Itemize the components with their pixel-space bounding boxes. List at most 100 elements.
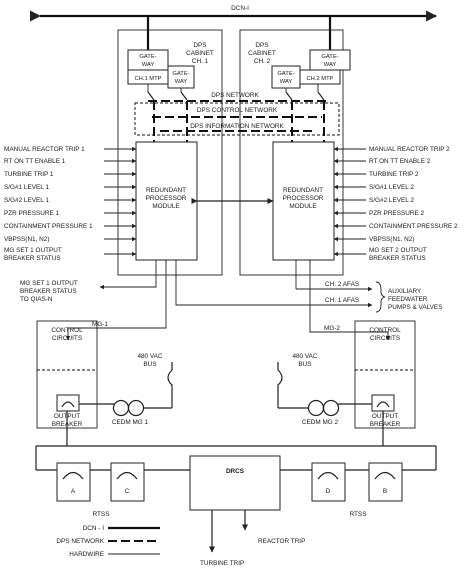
aux-feedwater-label: AUXILIARY (388, 288, 422, 295)
cabinet-1-title-line: DPS (193, 42, 206, 49)
processor-module-1-label: REDUNDANT (146, 187, 186, 194)
input-label-right: MANUAL REACTOR TRIP 2 (369, 146, 450, 153)
control-circuits-2-label: CONTROL (369, 327, 401, 334)
cedm-mg2-label: CEDM MG 2 (302, 419, 339, 426)
aux-feedwater-label: FEEDWATER (388, 296, 428, 303)
input-label-right: VBPSS(N1, N2) (369, 236, 414, 243)
input-label-left: VBPSS(N1, N2) (4, 236, 49, 243)
mg-status-label: TO QIAS-N (20, 296, 53, 303)
power-loop (35, 411, 437, 471)
processor-module-1-label: PROCESSOR (146, 195, 187, 202)
network-enclosure (134, 102, 340, 136)
input-label-right: MG SET 2 OUTPUT (369, 247, 427, 254)
processor-module-2-label: REDUNDANT (283, 187, 323, 194)
breaker-c (110, 462, 145, 502)
input-label-right: CONTAINMENT PRESSURE 2 (369, 223, 458, 230)
dps-network-label: DPS NETWORK (211, 92, 259, 99)
gateway-1b-label: WAY (175, 79, 188, 85)
output-breaker-2-label: BREAKER (370, 421, 401, 428)
input-label-right: RT ON TT ENABLE 2 (369, 158, 431, 165)
legend-hardwire-label: HARDWIRE (69, 551, 104, 558)
module-outputs: MG SET 1 OUTPUT BREAKER STATUS TO QIAS-N… (20, 260, 442, 341)
drcs-box (189, 455, 281, 511)
left-inputs: MANUAL REACTOR TRIP 1 RT ON TT ENABLE 1 … (4, 146, 137, 262)
dps-control-network-label: DPS CONTROL NETWORK (197, 107, 278, 114)
gateway-1b-label: GATE- (172, 71, 189, 77)
input-label-left: MANUAL REACTOR TRIP 1 (4, 146, 85, 153)
input-label-right: TURBINE TRIP 2 (369, 171, 419, 178)
breaker-c-label: C (125, 488, 130, 495)
dps-cabinet-1: DPS CABINET CH. 1 GATE- WAY CH.1 MTP GAT… (117, 29, 223, 276)
mg1-label: MG-1 (92, 321, 108, 328)
breaker-d (311, 462, 346, 502)
gateway-1-label: GATE- (139, 54, 156, 60)
input-label-left: TURBINE TRIP 1 (4, 171, 54, 178)
breaker-b-label: B (383, 488, 387, 495)
bus2-label: 480 VAC (292, 353, 317, 360)
mg2-label: MG-2 (324, 325, 340, 332)
mg-set-1: CONTROL CIRCUITS OUTPUT BREAKER CEDM MG … (36, 320, 173, 429)
input-label-left: S/G#1 LEVEL 1 (4, 184, 49, 191)
ch1-afas-label: CH. 1 AFAS (325, 297, 359, 304)
processor-module-2-label: PROCESSOR (283, 195, 324, 202)
bus1-label: 480 VAC (137, 353, 162, 360)
ch1-mtp-label: CH.1 MTP (134, 76, 161, 82)
rtss-breakers: A C D B RTSS RTSS (56, 462, 403, 518)
gateway-2b-label: GATE- (277, 71, 294, 77)
output-breaker-1 (56, 394, 80, 412)
processor-module-2-label: MODULE (289, 203, 316, 210)
breaker-a (56, 462, 91, 502)
drcs-label: DRCS (226, 468, 245, 475)
mg2-generator-icon (322, 399, 340, 417)
cabinet-2-title-line: DPS (255, 42, 268, 49)
breaker-a-label: A (71, 488, 76, 495)
afas-brace (375, 281, 386, 313)
gateway-2-label: GATE- (321, 54, 338, 60)
ch2-mtp-label: CH.2 MTP (306, 76, 333, 82)
right-inputs: MANUAL REACTOR TRIP 2 RT ON TT ENABLE 2 … (333, 146, 458, 262)
input-label-right: BREAKER STATUS (369, 255, 426, 262)
cabinet-2-title-line: CH. 2 (254, 58, 271, 65)
mg-set-2: CONTROL CIRCUITS OUTPUT BREAKER CEDM MG … (277, 320, 416, 429)
drcs: DRCS REACTOR TRIP TURBINE TRIP (189, 455, 305, 567)
processor-module-2 (272, 141, 335, 261)
input-label-left: PZR PRESSURE 1 (4, 210, 59, 217)
dcn-label: DCN-I (231, 5, 249, 12)
dcn-bus: DCN-I (29, 5, 437, 50)
input-label-left: S/G#2 LEVEL 1 (4, 197, 49, 204)
input-label-right: S/G#2 LEVEL 2 (369, 197, 414, 204)
input-label-right: PZR PRESSURE 2 (369, 210, 424, 217)
input-label-left: BREAKER STATUS (4, 255, 61, 262)
control-circuits-1-label: CIRCUITS (52, 335, 82, 342)
input-label-left: MG SET 1 OUTPUT (4, 247, 62, 254)
breaker-d-label: D (326, 488, 331, 495)
input-label-left: RT ON TT ENABLE 1 (4, 158, 66, 165)
mg-status-label: BREAKER STATUS (20, 288, 77, 295)
bus2-label: BUS (298, 361, 311, 368)
bus1-switch-icon (167, 362, 173, 408)
rtss-right-label: RTSS (350, 511, 367, 518)
legend-dps-network-label: DPS NETWORK (56, 538, 104, 545)
control-circuits-1-label: CONTROL (51, 327, 83, 334)
output-breaker-2-label: OUTPUT (372, 413, 398, 420)
mg-status-label: MG SET 1 OUTPUT (20, 280, 78, 287)
cabinet-1-title-line: CH. 1 (192, 58, 209, 65)
aux-feedwater-label: PUMPS & VALVES (388, 304, 442, 311)
legend-dcn-label: DCN - I (83, 525, 105, 532)
reactor-trip-label: REACTOR TRIP (258, 538, 305, 545)
control-circuits-2-label: CIRCUITS (370, 335, 400, 342)
cabinet-2-title-line: CABINET (248, 50, 276, 57)
dps-information-network-label: DPS INFORMATION NETWORK (190, 123, 284, 130)
ch2-afas-label: CH. 2 AFAS (325, 281, 359, 288)
mg2-motor-icon (307, 399, 325, 417)
processor-module-1-label: MODULE (152, 203, 179, 210)
gateway-2b-label: WAY (280, 79, 293, 85)
bus2-switch-icon (277, 362, 283, 408)
turbine-trip-label: TURBINE TRIP (200, 560, 244, 567)
bus1-label: BUS (143, 361, 156, 368)
gateway-2-label: WAY (324, 62, 337, 68)
mg2-frame (354, 320, 416, 429)
legend: DCN - I DPS NETWORK HARDWIRE (56, 525, 160, 558)
gateway-1-label: WAY (142, 62, 155, 68)
